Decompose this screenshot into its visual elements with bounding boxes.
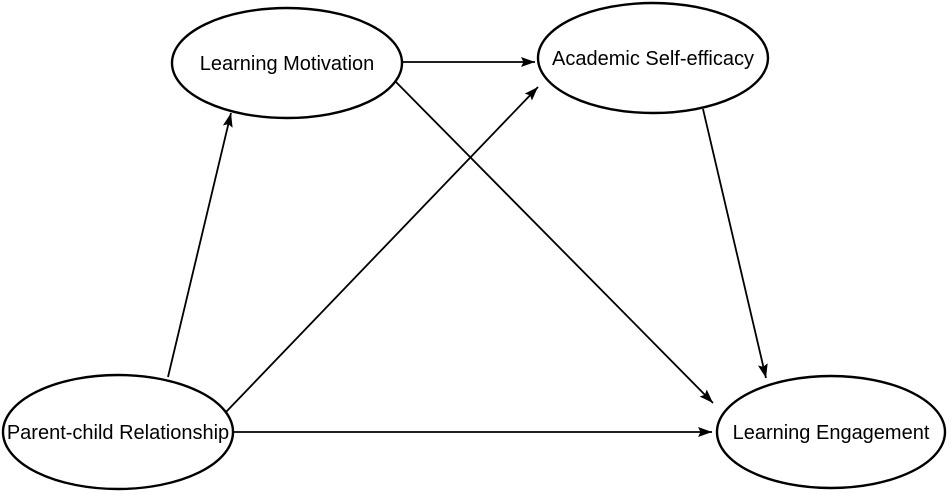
arrow-parent-child-to-academic-self-efficacy [225,86,539,413]
node-learning-engagement-label: Learning Engagement [733,422,930,444]
node-academic-self-efficacy-ellipse [536,1,770,115]
arrow-parent-child-to-learning-motivation [167,112,233,378]
node-parent-child-relationship-ellipse [1,373,235,491]
node-learning-motivation-ellipse [170,6,404,120]
node-learning-engagement: Learning Engagement [715,374,947,490]
node-learning-motivation: Learning Motivation [170,6,404,120]
arrow-learning-motivation-to-learning-engagement [394,80,714,404]
node-learning-motivation-label: Learning Motivation [200,53,375,75]
node-academic-self-efficacy: Academic Self-efficacy [536,1,770,115]
node-learning-engagement-ellipse [715,374,947,490]
node-academic-self-efficacy-label: Academic Self-efficacy [552,48,754,70]
arrow-academic-self-efficacy-to-learning-engagement [702,108,768,379]
node-parent-child-relationship: Parent-child Relationship [1,373,235,491]
node-parent-child-relationship-label: Parent-child Relationship [7,422,229,444]
